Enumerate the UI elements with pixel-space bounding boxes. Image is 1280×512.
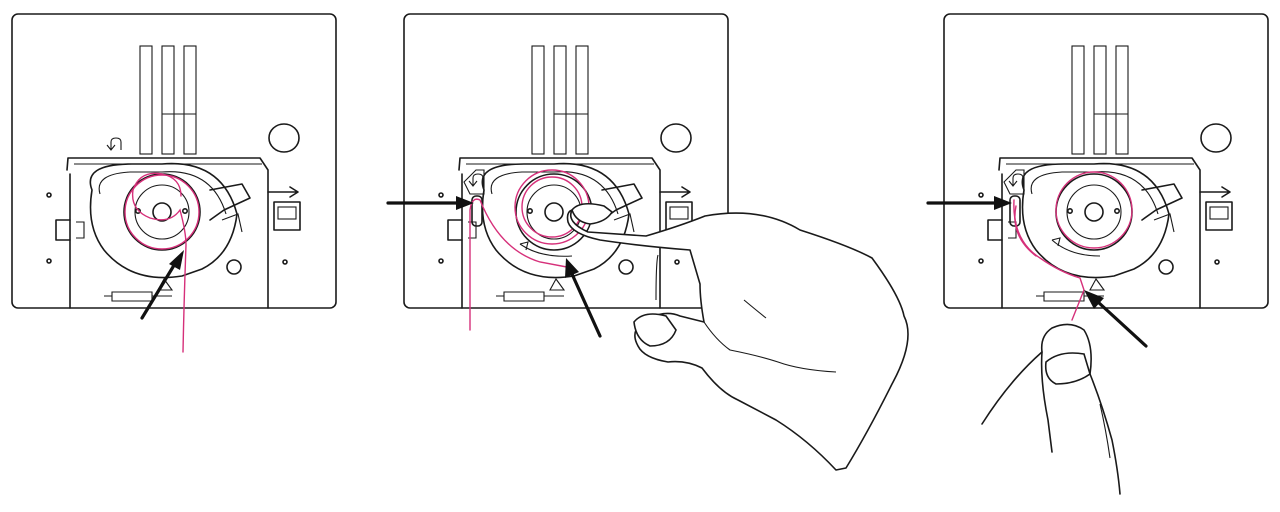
panel-1 [11,13,337,353]
panel-3 [926,13,1269,495]
hook-symbol-icon [468,173,484,187]
pointer-arrow [926,196,1012,210]
panel-2 [386,13,909,471]
pointer-arrow [1084,290,1148,348]
pointer-arrow [386,196,474,210]
hook-symbol-icon [1008,173,1024,187]
pointer-arrow [140,250,184,320]
thread-line [131,172,187,353]
pointer-arrow [565,258,602,338]
hand-illustration [981,323,1121,495]
hook-symbol-icon [106,137,122,151]
thread-line [469,198,573,331]
thread-on-bobbin [1055,171,1133,249]
thread-on-bobbin [124,174,200,250]
hand-illustration [566,202,909,471]
